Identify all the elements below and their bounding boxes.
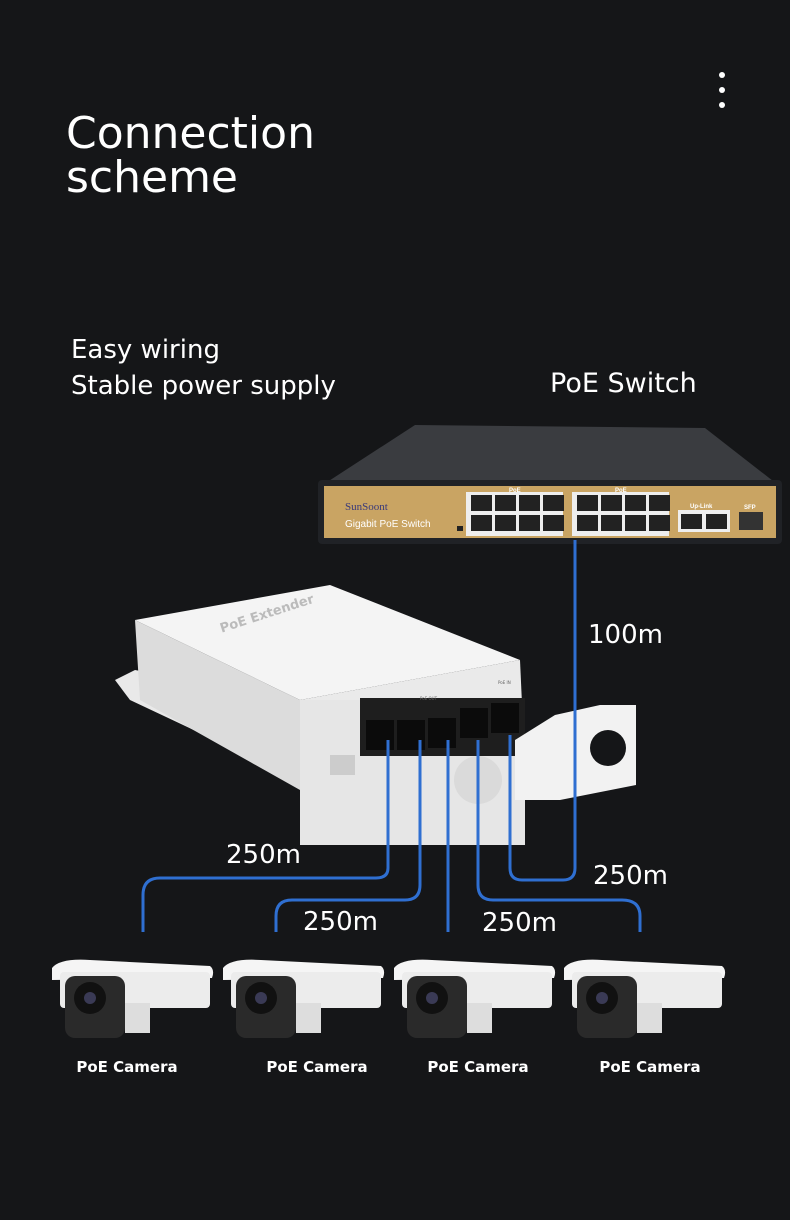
extender-poe-out-label: PoE OUT — [420, 696, 438, 701]
switch-port — [543, 495, 564, 511]
menu-dot — [719, 72, 725, 78]
switch-port — [519, 515, 540, 531]
switch-port — [649, 515, 670, 531]
cable-camera-1 — [141, 740, 390, 932]
camera-label: PoE Camera — [599, 1058, 701, 1076]
switch-poe-group-label: PoE — [509, 488, 521, 494]
distance-label-camera-1: 250m — [226, 840, 301, 870]
camera-label: PoE Camera — [427, 1058, 529, 1076]
switch-port — [625, 495, 646, 511]
switch-port — [471, 495, 492, 511]
tagline-line: Stable power supply — [71, 371, 336, 401]
poe-camera-image — [564, 959, 726, 1038]
poe-camera-image — [223, 959, 385, 1038]
switch-port — [543, 515, 564, 531]
page-title: Connection scheme — [66, 112, 315, 200]
switch-uplink-label: Up-Link — [690, 504, 713, 510]
switch-port — [649, 495, 670, 511]
switch-port — [601, 495, 622, 511]
poe-extender-image: PoE Extender PoE OUT PoE IN — [115, 585, 636, 845]
cable-camera-2 — [274, 740, 422, 932]
title-line: Connection — [66, 108, 315, 159]
switch-poe-group-label: PoE — [615, 488, 627, 494]
tagline: Easy wiring Stable power supply — [71, 332, 336, 404]
menu-dot — [719, 87, 725, 93]
switch-port — [577, 515, 598, 531]
switch-port — [625, 515, 646, 531]
camera-label: PoE Camera — [76, 1058, 178, 1076]
poe-switch-image: SunSoont Gigabit PoE Switch PoE PoE Up-L… — [318, 425, 782, 544]
poe-switch-label: PoE Switch — [550, 368, 697, 399]
switch-sfp-label: SFP — [744, 505, 756, 511]
distance-label-camera-4: 250m — [482, 908, 557, 938]
camera-label: PoE Camera — [266, 1058, 368, 1076]
switch-model-text: Gigabit PoE Switch — [345, 519, 431, 530]
distance-label-extender-in: 250m — [593, 861, 668, 891]
switch-port — [577, 495, 598, 511]
switch-port — [495, 495, 516, 511]
switch-port — [495, 515, 516, 531]
tagline-line: Easy wiring — [71, 335, 220, 365]
switch-brand: SunSoont — [345, 501, 388, 513]
menu-dot — [719, 102, 725, 108]
title-line: scheme — [66, 152, 239, 203]
cable-camera-4 — [476, 740, 642, 932]
switch-port — [471, 515, 492, 531]
switch-port — [601, 515, 622, 531]
distance-label-100m: 100m — [588, 620, 663, 650]
cable-switch-to-extender — [508, 540, 577, 882]
poe-camera-image — [52, 959, 214, 1038]
poe-camera-image — [394, 959, 556, 1038]
more-options-icon[interactable] — [712, 72, 732, 108]
distance-label-camera-2: 250m — [303, 907, 378, 937]
extender-poe-in-label: PoE IN — [498, 680, 511, 685]
switch-port — [519, 495, 540, 511]
